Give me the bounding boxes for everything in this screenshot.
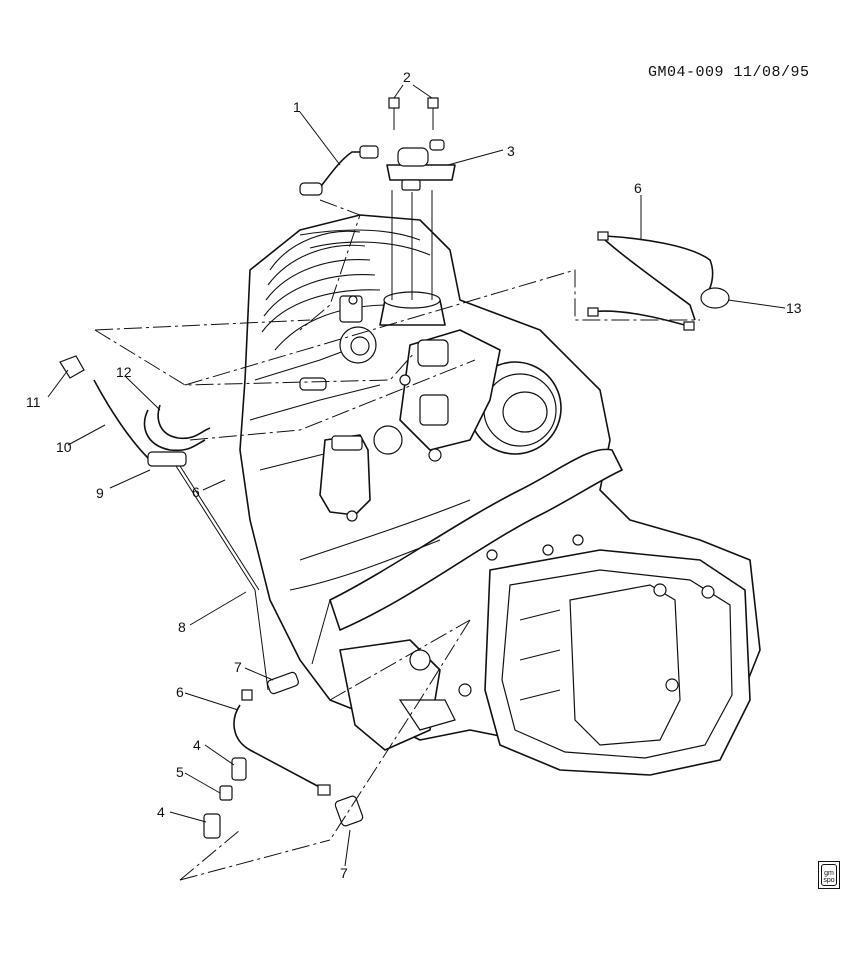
callout-13: 13 — [786, 300, 802, 316]
callout-12: 12 — [116, 364, 132, 380]
callout-9: 9 — [96, 485, 104, 501]
gm-spo-logo: gm spo — [818, 861, 840, 889]
transaxle-housing — [339, 534, 751, 776]
callout-1: 1 — [293, 99, 301, 115]
lower-hose-assembly — [203, 599, 364, 839]
callout-labels: 1 2 3 6 13 11 12 10 9 6 8 7 6 4 5 4 7 — [26, 69, 802, 881]
logo-text-bottom: spo — [823, 877, 835, 884]
callout-5: 5 — [176, 764, 184, 780]
callout-7-lower: 7 — [340, 865, 348, 881]
leader-lines — [47, 84, 786, 867]
map-sensor-assembly — [299, 97, 456, 300]
callout-6-lower: 6 — [176, 684, 184, 700]
logo-text-top: gm — [824, 870, 834, 877]
callout-3: 3 — [507, 143, 515, 159]
reference-lines — [94, 199, 700, 881]
callout-8: 8 — [178, 619, 186, 635]
callout-4-lower: 4 — [157, 804, 165, 820]
callout-6-upper: 6 — [634, 180, 642, 196]
callout-7-middle: 7 — [234, 659, 242, 675]
callout-4-upper: 4 — [193, 737, 201, 753]
drawing-code: GM04-009 11/08/95 — [648, 64, 810, 81]
left-hose-assembly — [59, 355, 327, 691]
callout-2: 2 — [403, 69, 411, 85]
callout-11: 11 — [26, 394, 41, 410]
callout-10: 10 — [56, 439, 72, 455]
upper-right-hose-assembly — [587, 231, 730, 331]
gm-spo-logo-mark: gm spo — [821, 864, 837, 886]
callout-6-middle: 6 — [192, 484, 200, 500]
